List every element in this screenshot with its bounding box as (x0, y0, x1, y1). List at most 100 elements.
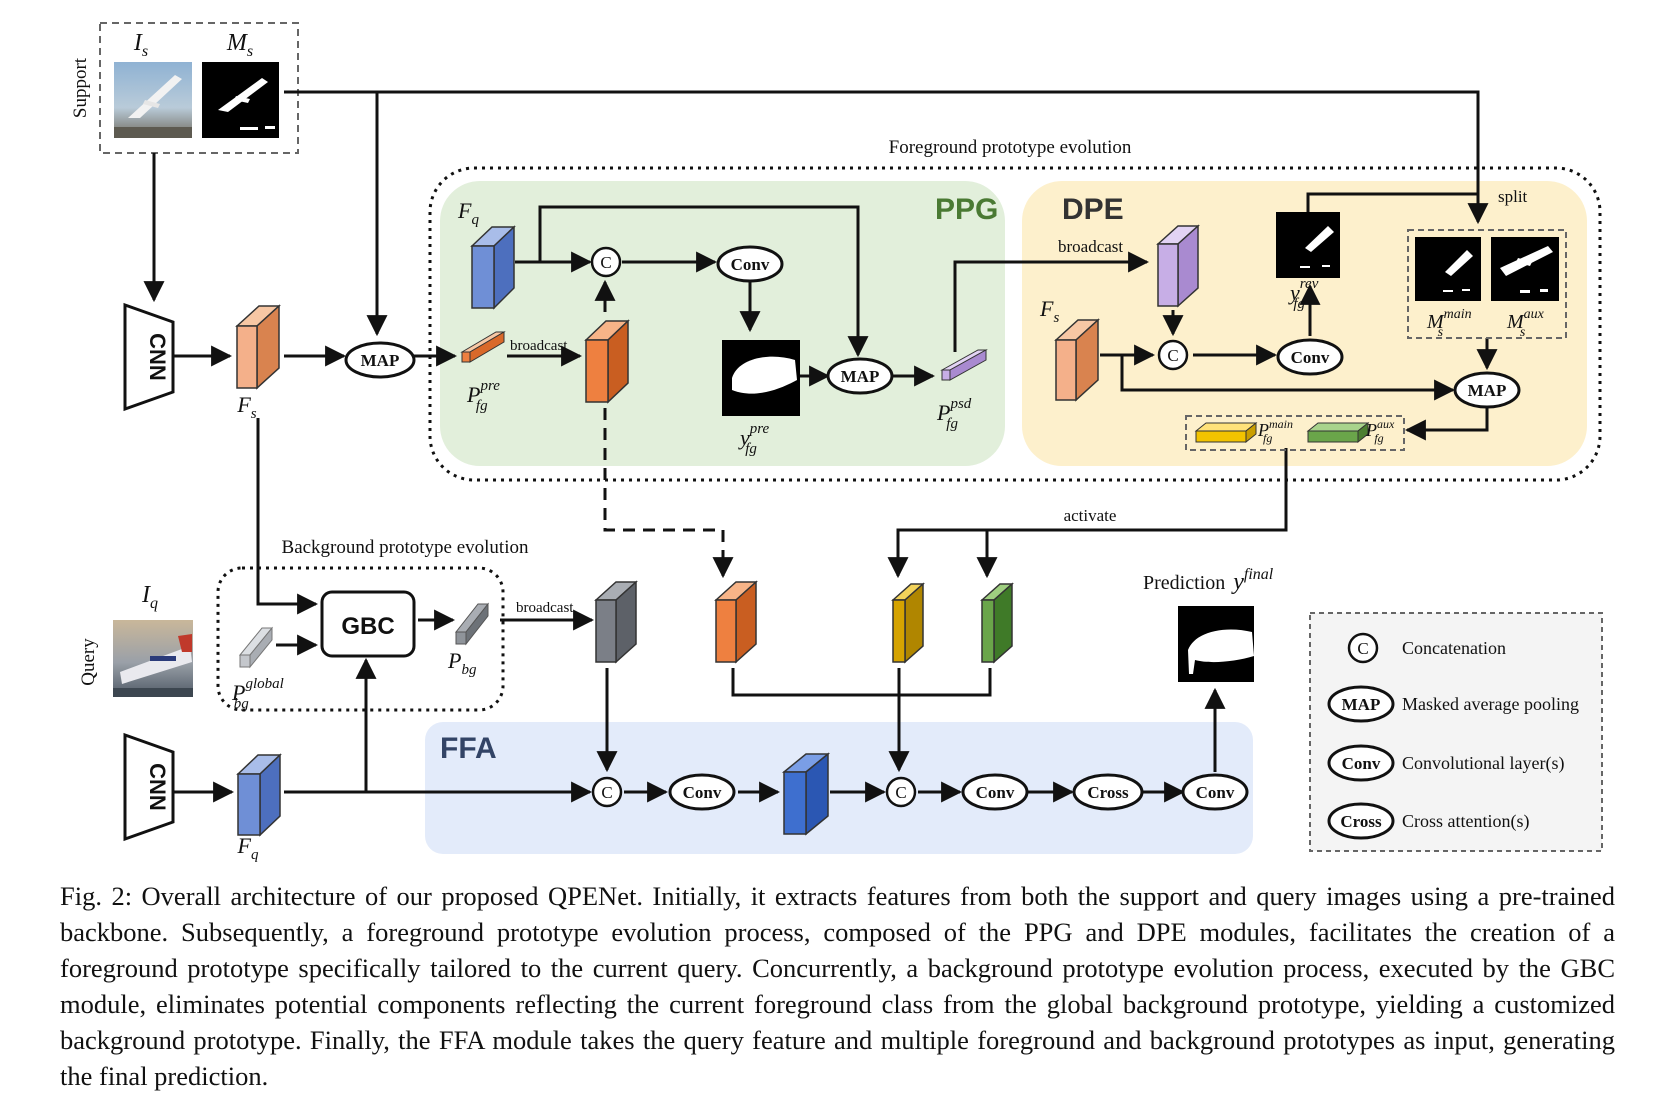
p-pre-bar (460, 331, 506, 363)
conv-node-ffa-1: Conv (668, 773, 736, 811)
concat-node-dpe: C (1157, 339, 1189, 371)
svg-text:Concatenation: Concatenation (1402, 638, 1506, 658)
svg-text:Cross: Cross (1087, 783, 1129, 802)
svg-text:Cross: Cross (1340, 812, 1382, 831)
query-label: Query (78, 638, 99, 686)
fs-cube-support (235, 304, 281, 390)
fq-label-ppg: Fq (457, 198, 479, 228)
connections (143, 90, 1498, 803)
svg-text:Conv: Conv (1342, 754, 1381, 773)
split-box (1407, 229, 1567, 339)
support-box (99, 22, 299, 154)
prediction-mask (1178, 606, 1254, 682)
query-image (113, 620, 193, 697)
fg-evolution-title: Foreground prototype evolution (889, 137, 1132, 158)
map-node-dpe: MAP (1453, 371, 1521, 409)
svg-text:MAP: MAP (361, 351, 400, 370)
conv-node-ppg: Conv (716, 245, 784, 283)
svg-text:MAP: MAP (1342, 695, 1381, 714)
diagram-canvas: Support Is Ms Query Iq CNN CNN Foregroun… (70, 22, 1603, 863)
fs-label-dpe: Fs (1039, 296, 1059, 326)
svg-text:Conv: Conv (976, 783, 1015, 802)
cross-node-ffa: Cross (1072, 773, 1144, 811)
m-aux-mask (1491, 237, 1559, 301)
svg-text:C: C (895, 783, 906, 802)
fg-evolution-region (428, 166, 1602, 482)
purple-cube-dpe (1156, 224, 1200, 308)
fq-cube-ppg (470, 225, 516, 310)
svg-text:C: C (1167, 346, 1178, 365)
conv-node-ffa-3: Conv (1181, 773, 1249, 811)
m-main-mask (1415, 237, 1481, 301)
legend-item-conv: Conv Convolutional layer(s) (1327, 744, 1564, 782)
svg-text:MAP: MAP (1468, 381, 1507, 400)
bg-evolution-title: Background prototype evolution (282, 537, 529, 558)
prototype-box-dpe (1185, 415, 1405, 451)
p-bg-bar (454, 602, 490, 646)
fs-label-support: Fs (236, 392, 256, 422)
orange-cube-ppg (584, 319, 630, 404)
concat-node-ffa-1: C (591, 776, 623, 808)
map-node-ppg: MAP (826, 357, 894, 395)
map-node-support: MAP (344, 341, 416, 379)
cnn-query: CNN (123, 732, 175, 842)
y-rev-mask (1276, 212, 1340, 278)
support-label: Support (70, 57, 91, 118)
svg-text:CNN: CNN (145, 333, 170, 381)
ffa-title: FFA (440, 732, 497, 765)
support-image (114, 62, 192, 138)
mustard-cube-mid (891, 582, 925, 664)
cnn-support: CNN (123, 302, 175, 412)
legend-item-concat: C Concatenation (1347, 632, 1506, 664)
is-label: Is (133, 30, 148, 60)
fq-label-query: Fq (237, 833, 259, 863)
dpe-title: DPE (1062, 193, 1124, 226)
svg-text:Masked average pooling: Masked average pooling (1402, 694, 1579, 714)
svg-text:C: C (601, 783, 612, 802)
legend-item-map: MAP Masked average pooling (1327, 685, 1579, 723)
concat-node-ppg: C (590, 246, 622, 278)
conv-node-dpe: Conv (1276, 338, 1344, 376)
concat-node-ffa-2: C (885, 776, 917, 808)
split-label: split (1498, 187, 1528, 206)
iq-label: Iq (141, 582, 158, 612)
broadcast-label-dpe: broadcast (1058, 237, 1123, 256)
fs-cube-dpe (1054, 318, 1100, 402)
activate-label: activate (1064, 506, 1117, 525)
svg-text:Conv: Conv (1291, 348, 1330, 367)
broadcast-label-bg: broadcast (516, 600, 574, 616)
p-global-bar (238, 626, 274, 669)
svg-text:C: C (1357, 639, 1368, 658)
svg-text:Cross attention(s): Cross attention(s) (1402, 811, 1530, 832)
p-psd-bar (940, 349, 988, 381)
svg-text:Convolutional layer(s): Convolutional layer(s) (1402, 753, 1564, 774)
svg-text:Conv: Conv (731, 255, 770, 274)
figure-caption: Fig. 2: Overall architecture of our prop… (60, 881, 1615, 1091)
legend-item-cross: Cross Cross attention(s) (1327, 802, 1530, 840)
ppg-title: PPG (935, 193, 998, 226)
svg-text:Conv: Conv (1196, 783, 1235, 802)
gray-cube-bg (594, 580, 638, 664)
bg-evolution-region (216, 566, 505, 712)
orange-cube-mid (714, 580, 758, 664)
gbc-block (320, 590, 416, 658)
svg-text:C: C (600, 253, 611, 272)
green-cube-mid (980, 582, 1014, 664)
svg-text:MAP: MAP (841, 367, 880, 386)
gbc-label: GBC (341, 613, 394, 640)
ms-label: Ms (226, 30, 253, 60)
svg-text:CNN: CNN (145, 763, 170, 811)
dashed-prototype-path (603, 408, 734, 579)
p-bg-label: Pbg (447, 648, 477, 678)
support-mask (202, 62, 279, 138)
